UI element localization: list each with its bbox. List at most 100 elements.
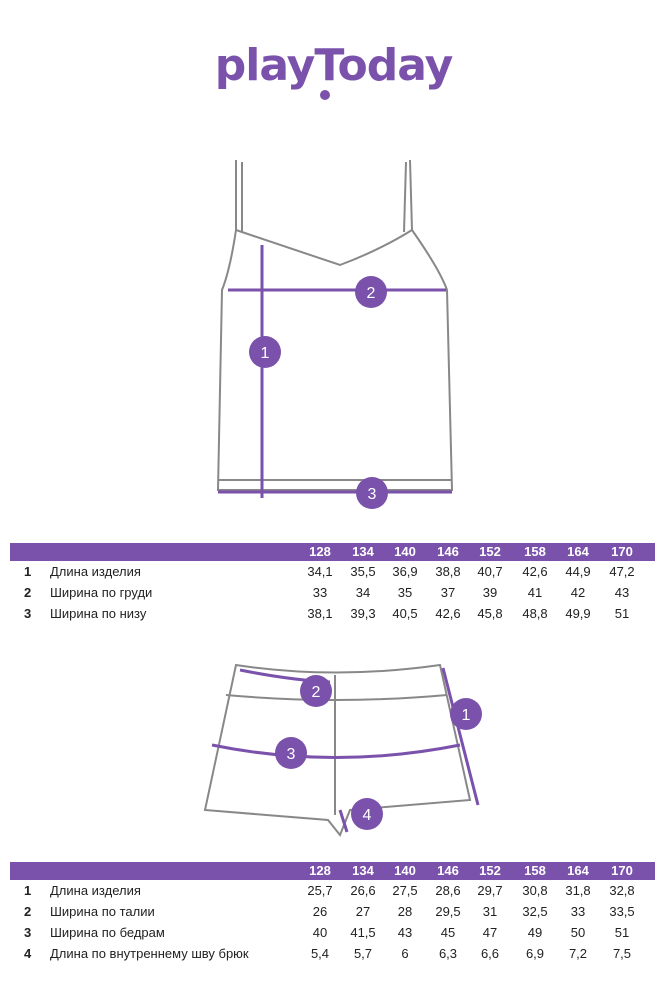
table-cell: 6,3 (438, 946, 458, 961)
svg-text:1: 1 (462, 707, 471, 724)
table-cell: 5,7 (353, 946, 373, 961)
row-number: 1 (24, 564, 32, 579)
svg-text:1: 1 (261, 345, 270, 362)
table-cell: 28,6 (435, 883, 461, 898)
table-cell: 39,3 (350, 606, 376, 621)
table-cell: 5,4 (310, 946, 330, 961)
table-cell: 26 (312, 904, 328, 919)
size-header: 128 (309, 544, 331, 559)
table-cell: 42,6 (435, 606, 461, 621)
table-cell: 31,8 (565, 883, 591, 898)
size-header: 152 (479, 863, 501, 878)
table-cell: 36,9 (392, 564, 418, 579)
table-cell: 41 (527, 585, 543, 600)
measure-marker-1: 1 (249, 336, 281, 368)
size-header: 170 (611, 544, 633, 559)
table-cell: 41,5 (350, 925, 376, 940)
table-cell: 29,5 (435, 904, 461, 919)
table-cell: 50 (570, 925, 586, 940)
table-cell: 45,8 (477, 606, 503, 621)
svg-text:3: 3 (287, 746, 296, 763)
table-cell: 48,8 (522, 606, 548, 621)
size-header: 164 (567, 544, 589, 559)
table-cell: 35,5 (350, 564, 376, 579)
table-cell: 30,8 (522, 883, 548, 898)
size-header: 134 (352, 863, 374, 878)
measure-marker-4: 4 (351, 798, 383, 830)
measure-marker-2: 2 (355, 276, 387, 308)
svg-text:4: 4 (363, 807, 372, 824)
row-number: 2 (24, 585, 32, 600)
table-cell: 6 (401, 946, 409, 961)
table-cell: 27 (355, 904, 371, 919)
table-cell: 32,8 (609, 883, 635, 898)
row-label: Длина по внутреннему шву брюк (50, 946, 249, 961)
table-cell: 28 (397, 904, 413, 919)
row-label: Ширина по груди (50, 585, 153, 600)
row-label: Ширина по талии (50, 904, 155, 919)
row-number: 1 (24, 883, 32, 898)
brand-logo: playToday (214, 40, 454, 91)
table-cell: 47 (482, 925, 498, 940)
table-cell: 38,1 (307, 606, 333, 621)
table-cell: 47,2 (609, 564, 635, 579)
table-cell: 29,7 (477, 883, 503, 898)
table-cell: 39 (482, 585, 498, 600)
row-label: Длина изделия (50, 883, 141, 898)
size-header: 164 (567, 863, 589, 878)
row-label: Длина изделия (50, 564, 141, 579)
table-cell: 43 (397, 925, 413, 940)
size-header: 134 (352, 544, 374, 559)
measure-marker-3: 3 (275, 737, 307, 769)
measure-marker-3: 3 (356, 477, 388, 509)
table-cell: 40,5 (392, 606, 418, 621)
table-cell: 49 (527, 925, 543, 940)
row-number: 3 (24, 925, 32, 940)
size-header: 146 (437, 863, 459, 878)
size-header: 152 (479, 544, 501, 559)
size-header: 158 (524, 544, 546, 559)
svg-text:2: 2 (312, 684, 321, 701)
table-cell: 42 (570, 585, 586, 600)
table-cell: 6,6 (480, 946, 500, 961)
table-row: 3 Ширина по низу 38,1 39,3 40,5 42,6 45,8 48,8 4… (10, 603, 655, 624)
table-cell: 33,5 (609, 904, 635, 919)
size-header: 128 (309, 863, 331, 878)
shorts-size-table: 128 134 140 146 152 158 164 170 1 Длина изделия 25… (10, 862, 655, 964)
table-cell: 32,5 (522, 904, 548, 919)
logo-dot (320, 90, 330, 100)
svg-text:3: 3 (368, 486, 377, 503)
svg-text:2: 2 (367, 285, 376, 302)
size-header: 170 (611, 863, 633, 878)
table-cell: 38,8 (435, 564, 461, 579)
size-header: 158 (524, 863, 546, 878)
table-cell: 43 (614, 585, 630, 600)
table-cell: 49,9 (565, 606, 591, 621)
size-header: 140 (394, 863, 416, 878)
table-cell: 34,1 (307, 564, 333, 579)
table-cell: 35 (397, 585, 413, 600)
size-header: 146 (437, 544, 459, 559)
row-label: Ширина по бедрам (50, 925, 165, 940)
table-cell: 7,5 (612, 946, 632, 961)
table-cell: 51 (614, 925, 630, 940)
table-cell: 25,7 (307, 883, 333, 898)
table-cell: 37 (440, 585, 456, 600)
measure-marker-1: 1 (450, 698, 482, 730)
table-cell: 51 (614, 606, 630, 621)
shorts-drawing: 1 2 3 4 (203, 663, 482, 837)
row-number: 3 (24, 606, 32, 621)
table-cell: 44,9 (565, 564, 591, 579)
table-cell: 31 (482, 904, 498, 919)
table-cell: 27,5 (392, 883, 418, 898)
row-label: Ширина по низу (50, 606, 147, 621)
table-cell: 40 (312, 925, 328, 940)
